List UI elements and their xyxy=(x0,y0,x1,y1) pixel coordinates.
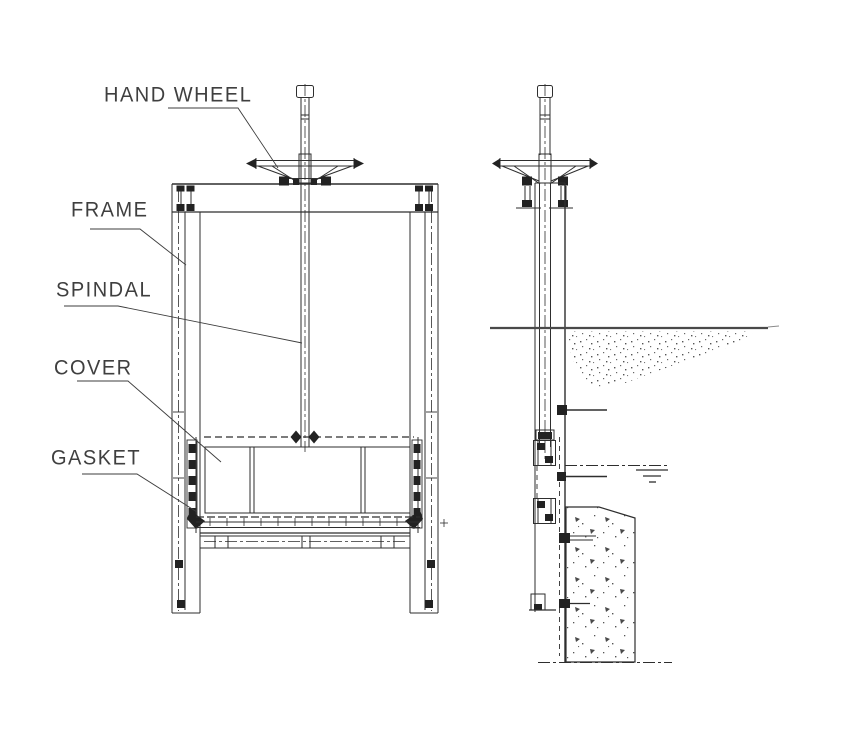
anchor-bolt-upper xyxy=(559,533,596,543)
corner-gusset-left xyxy=(187,510,205,529)
wall-bolt-upper xyxy=(557,405,607,415)
ground-line xyxy=(490,325,780,330)
leader-spindal xyxy=(64,305,303,344)
front-elevation-view xyxy=(171,84,448,614)
gate-cover xyxy=(195,430,419,533)
concrete-foundation xyxy=(565,506,636,663)
frame-right-leg xyxy=(409,184,439,614)
spindle xyxy=(296,84,314,452)
leader-cover xyxy=(77,380,222,463)
water-level-icon xyxy=(636,469,668,483)
hand-wheel-front xyxy=(246,153,364,186)
guide-column xyxy=(534,84,566,663)
soil-stipple-hatch xyxy=(568,331,755,389)
label-spindal: SPINDAL xyxy=(56,278,153,302)
leader-hand-wheel xyxy=(168,107,279,169)
gate-hardware-side xyxy=(533,429,556,524)
side-section-view xyxy=(490,84,780,663)
leader-frame xyxy=(90,228,187,266)
leader-gasket xyxy=(82,473,198,513)
reference-tick xyxy=(440,519,448,527)
corner-gusset-right xyxy=(405,510,423,529)
label-gasket: GASKET xyxy=(51,446,142,470)
column-foot xyxy=(529,593,556,611)
label-frame: FRAME xyxy=(71,198,149,222)
label-cover: COVER xyxy=(54,356,133,380)
frame-left-leg xyxy=(171,184,201,614)
label-leader-lines xyxy=(64,107,303,513)
label-hand-wheel: HAND WHEEL xyxy=(104,83,253,107)
bottom-sill xyxy=(196,516,420,549)
wheel-mount-bracket xyxy=(516,176,573,209)
anchor-bolt-lower xyxy=(559,599,590,608)
wall-bolt-mid xyxy=(557,472,607,481)
